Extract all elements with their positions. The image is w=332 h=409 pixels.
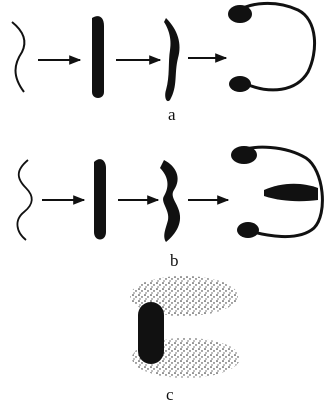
panel-label-c: c: [166, 386, 174, 403]
panel-a: [12, 3, 315, 101]
wavy-filament-a: [12, 22, 24, 92]
hook-shape-middle-tongue-b: [264, 184, 318, 201]
curved-rod-a: [164, 18, 180, 101]
panel-c: [130, 276, 240, 378]
u-shape-top-knob-a: [228, 5, 252, 23]
hook-shape-top-knob-b: [231, 146, 257, 164]
solid-rod-c: [138, 302, 164, 364]
u-shape-bottom-knob-a: [229, 76, 251, 92]
hook-shape-bottom-knob-b: [237, 222, 259, 238]
panel-b: [17, 146, 322, 242]
curved-rod-b: [160, 160, 180, 242]
straight-rod-a: [92, 16, 104, 98]
straight-rod-b: [94, 159, 106, 239]
wavy-filament-b: [17, 160, 31, 240]
panel-label-b: b: [170, 252, 179, 269]
panel-label-a: a: [168, 106, 176, 123]
